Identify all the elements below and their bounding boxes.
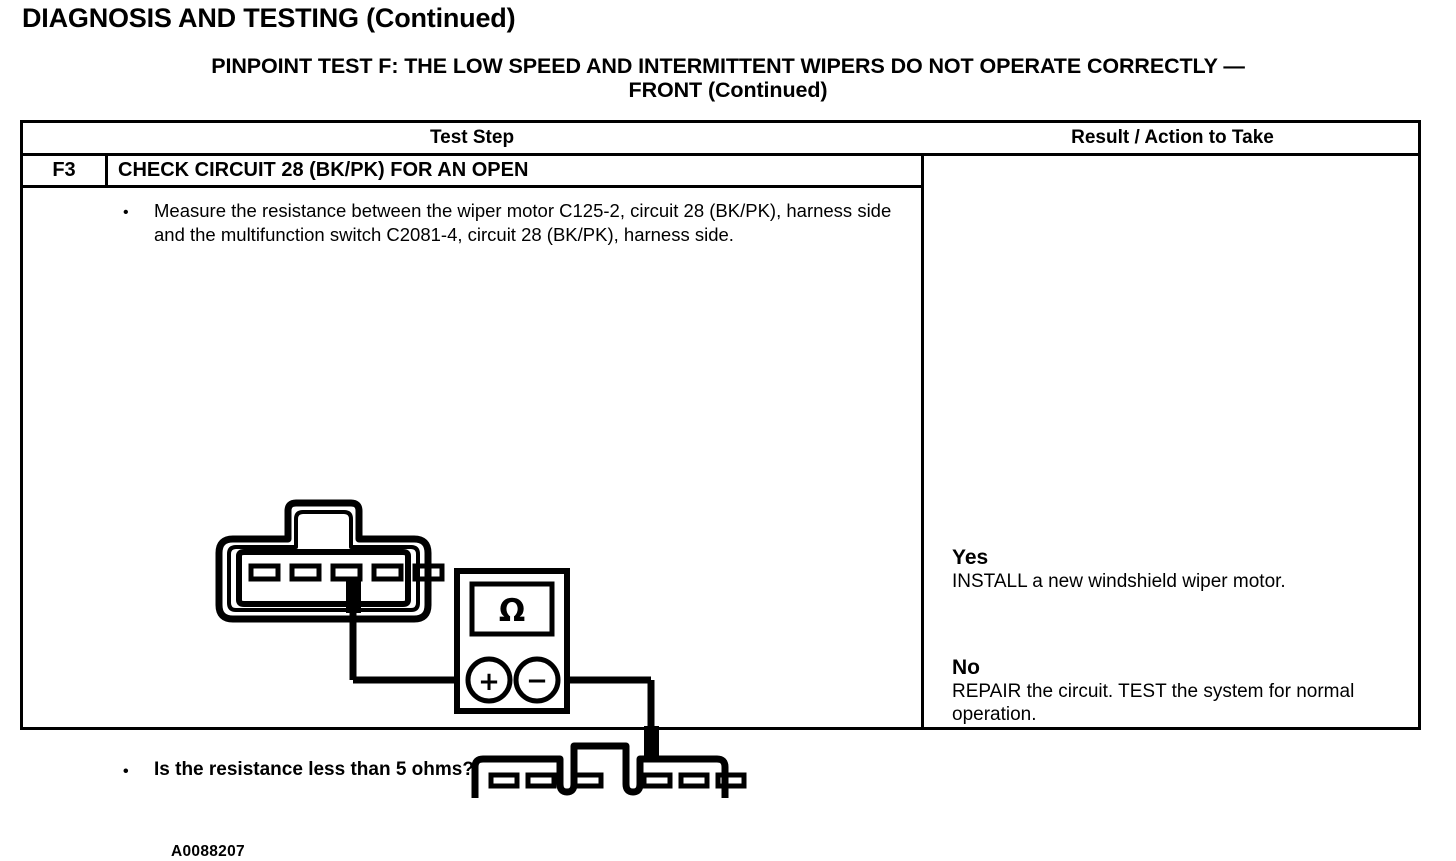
wiring-test-diagram: Ω + − [215,499,747,798]
pinpoint-test-title: PINPOINT TEST F: THE LOW SPEED AND INTER… [20,54,1436,103]
meter-negative-terminal-label: − [526,666,548,696]
instruction-bullet-icon: • [123,204,129,221]
column-divider [921,156,924,727]
result-label-yes: Yes [952,546,989,569]
question-bullet-icon: • [123,763,129,780]
result-text-yes: INSTALL a new windshield wiper motor. [952,571,1286,593]
figure-id-label: A0088207 [171,843,245,860]
wiper-motor-connector-pins [248,563,445,582]
pinpoint-test-title-line1: PINPOINT TEST F: THE LOW SPEED AND INTER… [211,54,1245,78]
step-title-cell: CHECK CIRCUIT 28 (BK/PK) FOR AN OPEN [118,159,529,181]
ohm-symbol: Ω [499,593,525,629]
probe-tip-lower-icon [644,726,659,759]
probe-tip-upper-icon [346,580,361,613]
wiper-motor-connector-icon [215,499,432,623]
result-block-yes: Yes INSTALL a new windshield wiper motor… [952,546,1422,593]
pinpoint-test-title-line2: FRONT (Continued) [628,78,828,103]
test-table: Test Step Result / Action to Take F3 CHE… [20,120,1421,860]
test-question-text: Is the resistance less than 5 ohms? [154,759,474,780]
page-title: DIAGNOSIS AND TESTING (Continued) [22,3,516,33]
meter-positive-terminal-label: + [478,667,500,697]
column-header-result-action: Result / Action to Take [1071,127,1274,148]
column-header-test-step: Test Step [429,127,515,148]
instruction-text: Measure the resistance between the wiper… [154,200,892,246]
table-header-row: Test Step Result / Action to Take [23,123,1418,156]
step-id-cell: F3 [23,156,108,185]
result-text-no: REPAIR the circuit. TEST the system for … [952,681,1355,726]
result-action-body: Yes INSTALL a new windshield wiper motor… [924,156,1418,727]
test-step-body: • Measure the resistance between the wip… [23,188,921,860]
step-header-row: F3 CHECK CIRCUIT 28 (BK/PK) FOR AN OPEN [23,156,921,188]
result-label-no: No [952,656,980,679]
result-block-no: No REPAIR the circuit. TEST the system f… [952,656,1422,726]
ohmmeter-icon: Ω + − [454,568,570,714]
